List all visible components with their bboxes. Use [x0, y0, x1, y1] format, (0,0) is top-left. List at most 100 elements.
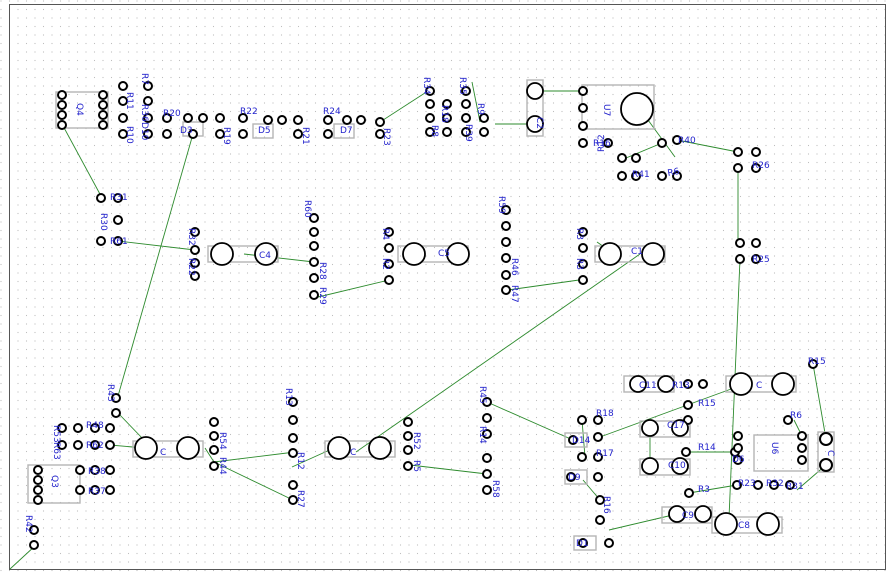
- label-r2: R2: [380, 258, 390, 270]
- label-r11: R11: [124, 92, 134, 110]
- label-q4: Q4: [74, 103, 84, 116]
- label-r18: R18: [439, 105, 449, 123]
- label-r46: R46: [509, 258, 519, 276]
- label-c1: C1: [631, 247, 643, 257]
- label-r24: R24: [323, 107, 341, 117]
- label-r15b: R15: [698, 399, 716, 409]
- label-u6: U6: [769, 442, 779, 455]
- label-d14: D14: [572, 436, 591, 446]
- label-r25: R25: [752, 255, 770, 265]
- label-r26: R26: [752, 161, 770, 171]
- capacitor-pads: [134, 82, 795, 536]
- label-r58: R58: [490, 480, 500, 498]
- label-r16: R16: [593, 139, 611, 149]
- label-r4: R4: [380, 228, 390, 240]
- label-d7: D7: [340, 126, 353, 136]
- label-r21: R21: [300, 127, 310, 145]
- label-r28: R28: [317, 262, 327, 280]
- label-r27: R27: [295, 490, 305, 508]
- label-c5: C5: [438, 249, 450, 259]
- label-r22: R22: [240, 107, 258, 117]
- label-r41: R41: [632, 170, 650, 180]
- label-r29: R29: [317, 287, 327, 305]
- label-r34: R34: [421, 77, 431, 95]
- label-r37: R37: [88, 487, 106, 497]
- label-r32: R32: [186, 228, 196, 246]
- label-r54: R54: [217, 432, 227, 450]
- label-c8: C8: [738, 521, 750, 531]
- label-r3c: R3: [698, 485, 710, 495]
- label-c10: C10: [668, 461, 686, 471]
- label-r12: R12: [597, 134, 607, 152]
- label-r5: R5: [411, 460, 421, 472]
- label-c2: C2: [534, 117, 544, 129]
- label-r6b: R6: [790, 411, 802, 421]
- label-r63: R63: [51, 442, 61, 460]
- label-r44: R44: [217, 457, 227, 475]
- label-d10: D10: [139, 122, 149, 141]
- label-r39: R39: [463, 124, 473, 142]
- label-r13: R13: [283, 388, 293, 406]
- label-d5: D5: [258, 126, 271, 136]
- label-r19: R19: [221, 127, 231, 145]
- pads: [29, 81, 833, 550]
- label-d1: D1: [576, 539, 589, 549]
- label-r3: R3: [574, 228, 584, 240]
- label-r53: R53: [51, 425, 61, 443]
- label-r42: R42: [23, 515, 33, 533]
- label-r10: R10: [124, 126, 134, 144]
- label-c11: C11: [639, 381, 657, 391]
- label-r52: R52: [411, 432, 421, 450]
- label-r12b: R12: [295, 452, 305, 470]
- label-c9: C9: [682, 511, 694, 521]
- label-c17: C17: [667, 421, 685, 431]
- label-r8: R8: [429, 125, 439, 137]
- label-r40: R40: [678, 136, 696, 146]
- label-d3: D3: [180, 126, 193, 136]
- label-r3b: R3: [574, 258, 584, 270]
- label-q3: Q3: [49, 475, 59, 488]
- label-r14b: R14: [698, 443, 716, 453]
- label-d9: D9: [568, 473, 581, 483]
- label-c-right: C: [756, 381, 762, 391]
- label-r43: R43: [105, 384, 115, 402]
- label-r31b: R31: [786, 482, 804, 492]
- label-r31: R31: [110, 193, 128, 203]
- label-r20: R20: [163, 109, 181, 119]
- label-r22b: R22: [186, 258, 196, 276]
- label-d6: D6: [732, 455, 745, 465]
- label-r45: R45: [477, 386, 487, 404]
- label-u7: U7: [601, 104, 611, 116]
- label-r6: R6: [667, 167, 681, 179]
- label-c-low: C: [825, 450, 835, 456]
- label-c-mid: C: [160, 448, 166, 458]
- component-outlines: [27, 79, 835, 551]
- label-r17: R17: [596, 449, 614, 459]
- label-r15: R15: [808, 357, 826, 367]
- label-r14: R14: [477, 426, 487, 444]
- label-r35: R35: [457, 77, 467, 95]
- label-r18b: R18: [596, 409, 614, 419]
- label-r9: R9: [475, 103, 485, 115]
- component-labels: Q4 R7 R11 R10 R36 D10 R20 D3 R19 R22 D5 …: [23, 73, 835, 549]
- label-c4: C4: [259, 251, 271, 261]
- label-c-ctr: C: [350, 448, 356, 458]
- label-r16b: R16: [601, 496, 611, 514]
- label-r47: R47: [509, 285, 519, 303]
- label-r23b: R23: [738, 479, 756, 489]
- label-r60: R60: [302, 200, 312, 218]
- label-r61: R61: [110, 237, 128, 247]
- label-r62: R62: [86, 441, 104, 451]
- label-r59: R59: [496, 196, 506, 214]
- board-frame: [9, 4, 886, 570]
- label-r36: R36: [139, 104, 149, 122]
- label-r7: R7: [139, 73, 149, 85]
- label-r32b: R32: [766, 479, 784, 489]
- label-r38: R38: [88, 467, 106, 477]
- label-r23: R23: [381, 128, 391, 146]
- label-r30: R30: [98, 213, 108, 231]
- label-r13b: R13: [672, 381, 690, 391]
- label-r48: R48: [86, 421, 104, 431]
